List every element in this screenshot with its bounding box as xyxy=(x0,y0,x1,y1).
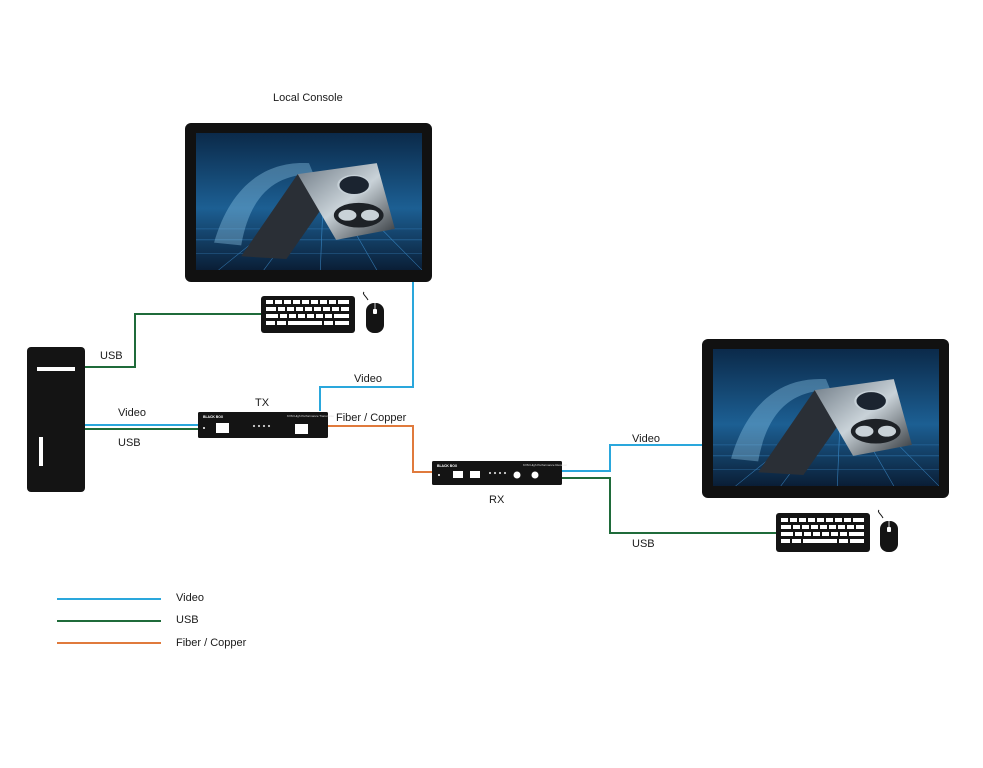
video-label-remote: Video xyxy=(632,433,660,445)
local-monitor-screen xyxy=(196,133,422,270)
cables xyxy=(85,282,776,534)
local-monitor xyxy=(185,123,432,282)
tx-brand-text: BLACK BOX xyxy=(203,415,224,419)
rx-caption-text: KVM High Performance Receiver xyxy=(523,463,567,467)
cable-video-tx-to-local-monitor xyxy=(319,282,414,411)
legend-label-video: Video xyxy=(176,592,204,604)
cable-usb-pc-to-local-keyboard xyxy=(85,313,261,368)
cable-video-rx-to-remote-monitor xyxy=(562,444,703,472)
cable-usb-rx-to-remote-keyboard xyxy=(562,477,776,534)
rx-brand-text: BLACK BOX xyxy=(437,464,458,468)
rx-label: RX xyxy=(489,494,505,506)
tx-caption-text: KVM High Performance Transmitter xyxy=(287,414,334,418)
cable-fiber-tx-to-rx xyxy=(328,425,432,473)
usb-label-tx-input: USB xyxy=(118,437,141,449)
usb-label-remote: USB xyxy=(632,538,655,550)
video-label-local-monitor: Video xyxy=(354,373,382,385)
legend-label-fiber-copper: Fiber / Copper xyxy=(176,637,247,649)
legend: Video USB Fiber / Copper xyxy=(57,592,247,649)
local-mouse xyxy=(363,291,384,333)
remote-monitor xyxy=(702,339,949,498)
local-console-label: Local Console xyxy=(273,92,343,104)
rx-unit: BLACK BOX KVM High Performance Receiver xyxy=(432,461,567,485)
fiber-copper-label: Fiber / Copper xyxy=(336,412,407,424)
tx-label: TX xyxy=(255,397,270,409)
remote-keyboard xyxy=(776,513,870,552)
local-keyboard xyxy=(261,296,355,333)
legend-label-usb: USB xyxy=(176,614,199,626)
remote-monitor-screen xyxy=(713,349,939,486)
usb-label-local: USB xyxy=(100,350,123,362)
video-label-tx-input: Video xyxy=(118,407,146,419)
pc-tower xyxy=(27,347,85,492)
tx-unit: BLACK BOX KVM High Performance Transmitt… xyxy=(198,412,334,438)
remote-mouse xyxy=(878,509,898,552)
